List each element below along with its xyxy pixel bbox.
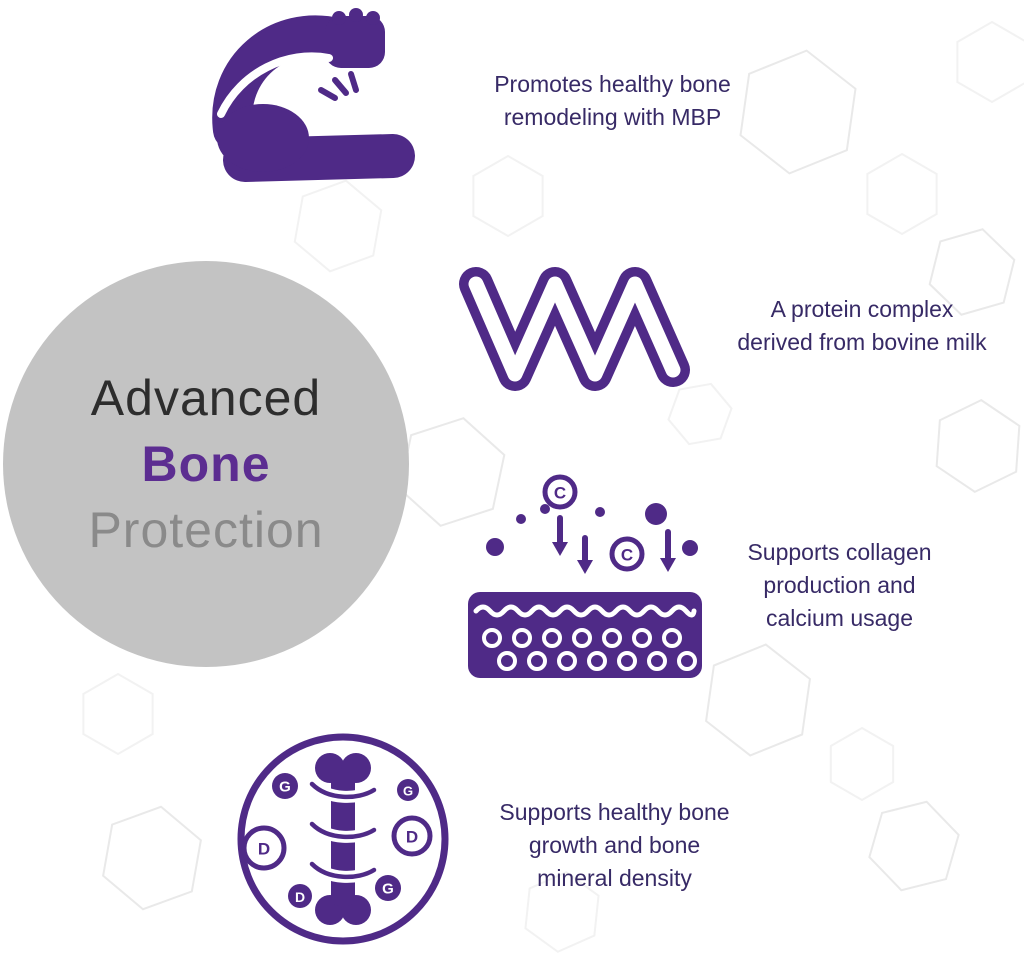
collagen-c-badges: C C	[542, 474, 645, 572]
flex-motion-ticks	[318, 71, 359, 101]
feature-caption-mbp: Promotes healthy bone remodeling with MB…	[494, 71, 731, 130]
d-badge-letter: D	[295, 889, 305, 905]
d-badge-letter: D	[258, 840, 270, 859]
g-badge-letter: G	[403, 784, 413, 799]
feature-caption-bone-growth: Supports healthy bone growth and bone mi…	[499, 799, 730, 891]
c-badge-letter: C	[554, 484, 566, 503]
helix-wrap	[306, 778, 380, 883]
vitamin-badges: G G D D D G	[241, 773, 433, 908]
center-badge-line-1: Advanced	[90, 370, 322, 426]
g-badge-letter: G	[279, 779, 291, 796]
absorption-arrows	[557, 515, 671, 565]
bone-vitamins-icon: G G D D D G	[237, 733, 449, 945]
skin-cell-circles	[482, 628, 697, 671]
flexed-arm-icon	[212, 8, 415, 182]
center-badge-line-3: Protection	[88, 502, 324, 558]
g-badge-letter: G	[382, 881, 394, 898]
feature-caption-protein: A protein complex derived from bovine mi…	[737, 296, 987, 355]
d-badge-letter: D	[406, 828, 418, 847]
protein-helix-icon	[459, 267, 690, 391]
calcium-dots	[486, 503, 698, 556]
feature-caption-collagen: Supports collagen production and calcium…	[747, 539, 932, 631]
c-badge-letter: C	[621, 546, 633, 565]
absorption-arrowheads	[552, 542, 676, 574]
center-badge: Advanced Bone Protection	[3, 261, 409, 667]
center-badge-line-2: Bone	[141, 436, 271, 492]
collagen-calcium-icon: C C	[468, 474, 702, 678]
